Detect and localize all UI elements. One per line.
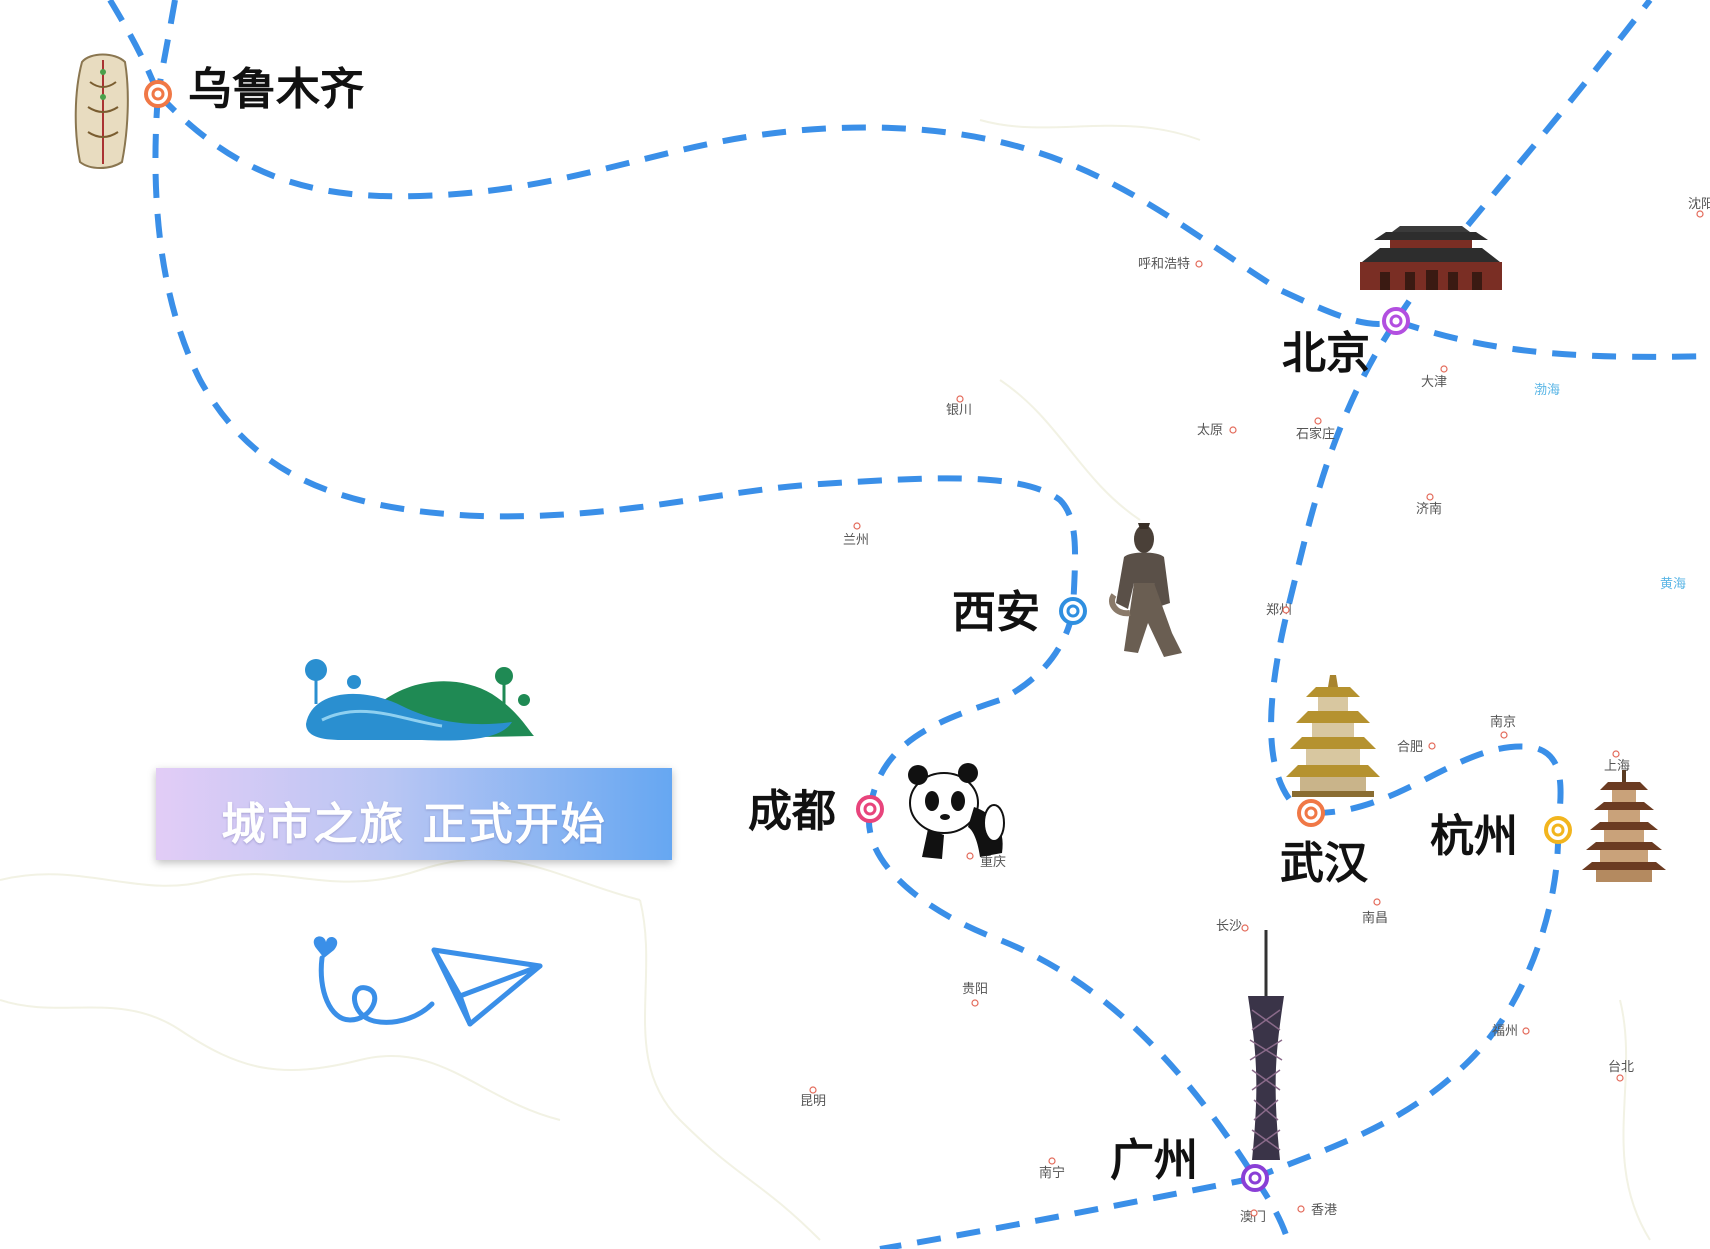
minor-city-label: 合肥 [1397, 740, 1423, 755]
journey-banner: 城市之旅 正式开始 [156, 768, 672, 860]
minor-city-dot [966, 852, 974, 860]
city-marker-ring [1544, 816, 1572, 844]
city-marker-core [151, 87, 165, 101]
minor-city-dot [1195, 260, 1203, 268]
minor-city-label: 重庆 [980, 854, 1006, 870]
city-marker-ring [1382, 307, 1410, 335]
city-marker[interactable]: 成都 [748, 786, 884, 837]
minor-city-label: 长沙 [1216, 919, 1242, 934]
logo-hills-icon [305, 659, 534, 741]
city-marker[interactable]: 广州 [1110, 1135, 1269, 1192]
minor-city-dot [1373, 898, 1381, 906]
minor-city-dot [1522, 1027, 1530, 1035]
minor-city-dot [1314, 417, 1322, 425]
minor-city-label: 贵阳 [962, 982, 988, 997]
city-marker-ring [1059, 597, 1087, 625]
city-name-label: 武汉 [1280, 838, 1369, 889]
minor-city-dot [956, 395, 964, 403]
city-marker[interactable]: 杭州 [1430, 811, 1572, 862]
minor-city-label: 福州 [1492, 1024, 1518, 1039]
minor-city-dot [1500, 731, 1508, 739]
sea-labels: 渤海 黄海 [1534, 382, 1686, 592]
panda-icon [908, 763, 1005, 859]
minor-city-dot [1616, 1074, 1624, 1082]
city-marker-core [1248, 1171, 1262, 1185]
city-name-label: 乌鲁木齐 [188, 64, 364, 115]
city-marker-ring [856, 795, 884, 823]
minor-city-dot [809, 1086, 817, 1094]
tiananmen-icon [1360, 226, 1502, 290]
minor-city-label: 济南 [1416, 501, 1442, 517]
city-name-label: 杭州 [1430, 811, 1518, 862]
city-marker[interactable]: 武汉 [1280, 799, 1369, 889]
minor-city-label: 南京 [1490, 714, 1516, 730]
city-marker-core [1551, 823, 1565, 837]
minor-city-dot [1297, 1205, 1305, 1213]
city-marker-ring [1297, 799, 1325, 827]
city-marker[interactable]: 西安 [952, 587, 1087, 638]
minor-city-dot [853, 522, 861, 530]
minor-city-dot [1428, 742, 1436, 750]
city-marker-core [1304, 806, 1318, 820]
terracotta-warrior-icon [1109, 523, 1182, 657]
minor-city-label: 香港 [1311, 1203, 1337, 1218]
minor-city-label: 南宁 [1039, 1165, 1065, 1181]
minor-city-dot [1250, 1209, 1258, 1217]
minor-city-dot [1229, 426, 1237, 434]
minor-city-dot [1612, 750, 1620, 758]
minor-city-dot [1440, 365, 1448, 373]
sea-label-huanghai: 黄海 [1660, 577, 1686, 592]
city-marker-ring [1241, 1164, 1269, 1192]
minor-city-label: 台北 [1608, 1060, 1634, 1075]
city-marker[interactable]: 北京 [1282, 307, 1410, 379]
city-name-label: 西安 [952, 587, 1040, 638]
minor-city-labels: 呼和浩特银川太原石家庄大津济南兰州郑州合肥南京上海重庆长沙南昌贵阳福州台北昆明南… [800, 197, 1710, 1225]
city-name-label: 成都 [748, 786, 836, 837]
minor-city-label: 呼和浩特 [1138, 257, 1190, 272]
city-marker[interactable]: 乌鲁木齐 [144, 64, 364, 115]
minor-city-dot [1241, 924, 1249, 932]
yellow-crane-tower-icon [1286, 675, 1380, 797]
canton-tower-icon [1248, 930, 1284, 1160]
minor-city-label: 澳门 [1240, 1209, 1266, 1225]
city-name-label: 北京 [1282, 328, 1370, 379]
minor-city-dot [1426, 493, 1434, 501]
banner-text: 城市之旅 正式开始 [221, 799, 607, 850]
minor-city-dot [1048, 1157, 1056, 1165]
minor-city-label: 兰州 [843, 533, 869, 548]
minor-city-label: 银川 [946, 403, 972, 418]
minor-city-label: 沈阳 [1688, 197, 1710, 212]
stone-carving-icon [74, 53, 129, 169]
city-marker-core [1066, 604, 1080, 618]
minor-city-label: 石家庄 [1296, 426, 1335, 442]
city-name-label: 广州 [1110, 1135, 1198, 1186]
minor-city-dot [971, 999, 979, 1007]
city-marker-ring [144, 80, 172, 108]
pagoda-icon [1582, 770, 1666, 882]
minor-city-dot [1696, 210, 1704, 218]
city-marker-core [1389, 314, 1403, 328]
minor-city-dot [1282, 606, 1290, 614]
paper-plane-icon [313, 936, 543, 1027]
city-marker-core [863, 802, 877, 816]
minor-city-label: 上海 [1604, 759, 1630, 774]
sea-label-bohai: 渤海 [1534, 382, 1560, 398]
minor-city-label: 大津 [1421, 375, 1447, 390]
faint-outlines [0, 119, 1651, 1241]
minor-city-label: 昆明 [800, 1094, 826, 1109]
minor-city-label: 太原 [1197, 423, 1223, 438]
minor-city-label: 南昌 [1362, 910, 1388, 926]
